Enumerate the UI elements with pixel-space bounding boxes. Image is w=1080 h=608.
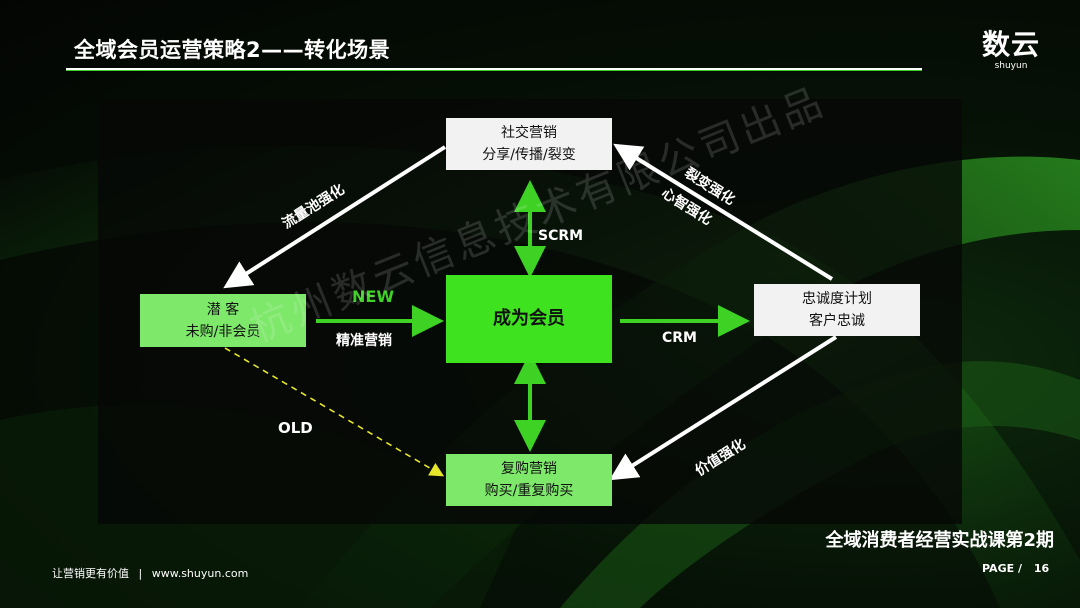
arrow-loyalty-to-repurchase	[609, 335, 838, 481]
box-become-member: 成为会员	[446, 275, 612, 363]
label-new: NEW	[352, 287, 394, 306]
title-underline-accent	[66, 70, 922, 71]
member-label: 成为会员	[493, 308, 565, 329]
arrow-social-to-prospect	[223, 145, 447, 289]
box-social-marketing: 社交营销 分享/传播/裂变	[446, 118, 612, 170]
prospect-title: 潜 客	[206, 301, 240, 318]
repurchase-subtitle: 购买/重复购买	[484, 483, 574, 499]
course-title: 全域消费者经营实战课第2期	[825, 530, 1054, 551]
title-underline	[66, 68, 922, 70]
arrow-prospect-to-repurchase-dashed	[224, 347, 445, 477]
label-old: OLD	[278, 419, 313, 437]
repurchase-title: 复购营销	[501, 461, 557, 477]
footer-left: 让营销更有价值 | www.shuyun.com	[52, 565, 248, 581]
footer-url[interactable]: www.shuyun.com	[151, 567, 249, 580]
page-number: 16	[1033, 562, 1050, 575]
box-prospect: 潜 客 未购/非会员	[140, 294, 306, 347]
box-repurchase: 复购营销 购买/重复购买	[446, 454, 612, 506]
slide-title: 全域会员运营策略2——转化场景	[74, 38, 391, 62]
page-label: PAGE /	[982, 562, 1022, 575]
logo-subtext: shuyun	[994, 61, 1028, 71]
brand-logo: 数云 shuyun	[982, 28, 1041, 72]
footer-separator: |	[138, 567, 143, 580]
box-loyalty-program: 忠诚度计划 客户忠诚	[754, 284, 920, 336]
social-subtitle: 分享/传播/裂变	[482, 147, 576, 163]
label-crm: CRM	[662, 330, 697, 346]
prospect-subtitle: 未购/非会员	[185, 323, 261, 340]
label-scrm: SCRM	[538, 228, 584, 244]
arrow-loyalty-to-social	[613, 143, 834, 281]
logo-text: 数云	[982, 28, 1041, 61]
footer-page: PAGE / 16	[982, 562, 1049, 575]
footer-slogan: 让营销更有价值	[52, 567, 129, 580]
label-precision-marketing: 精准营销	[336, 333, 392, 349]
social-title: 社交营销	[501, 125, 557, 141]
loyalty-title: 忠诚度计划	[802, 291, 872, 307]
loyalty-subtitle: 客户忠诚	[809, 313, 865, 329]
